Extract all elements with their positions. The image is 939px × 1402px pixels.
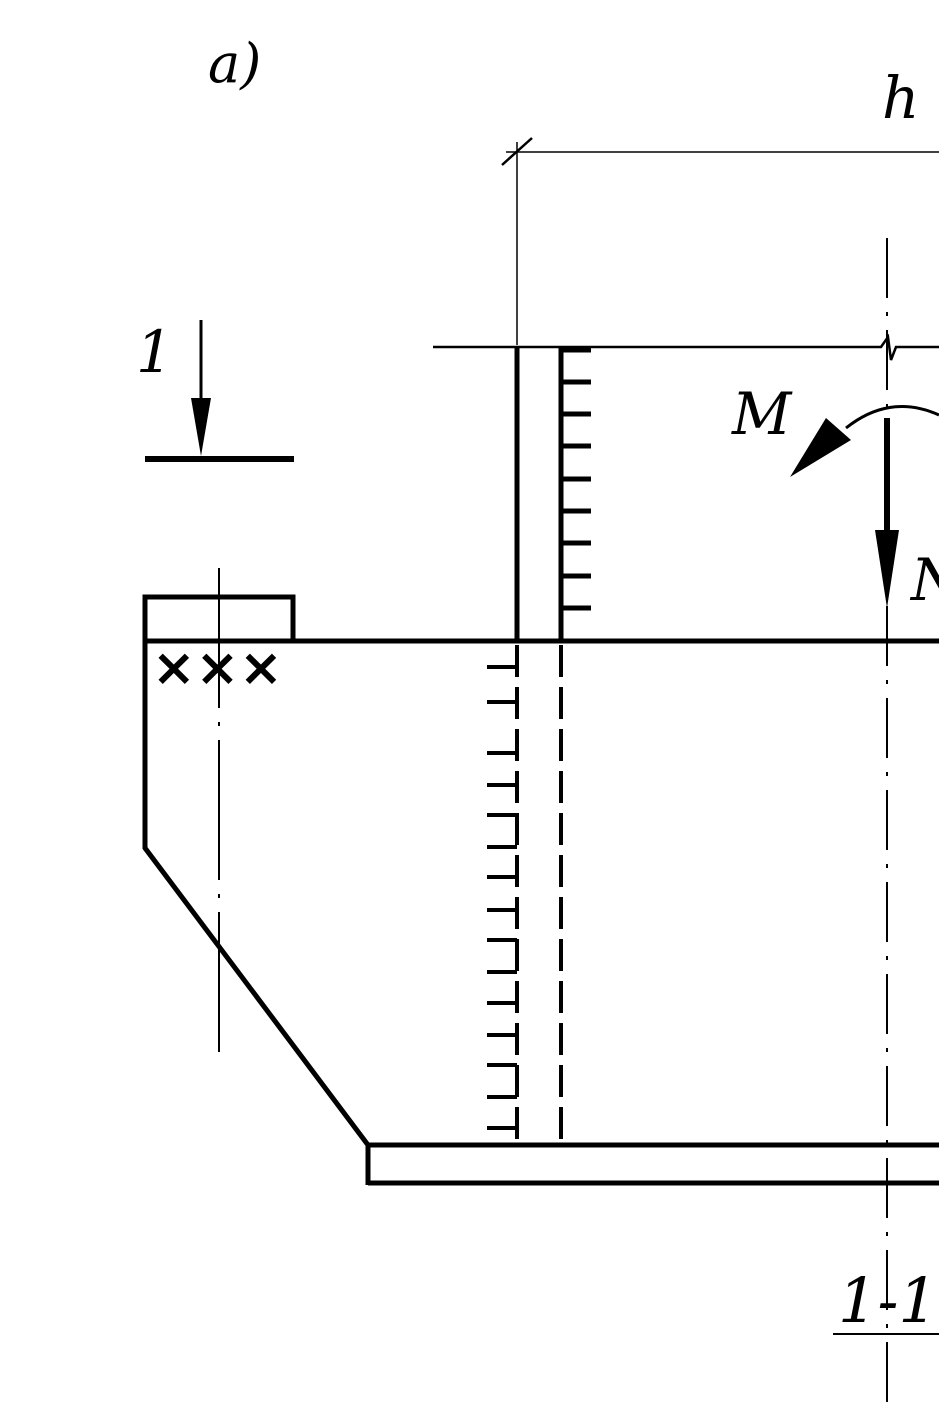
moment-arc — [845, 405, 939, 430]
lower-weld-ticks — [487, 665, 517, 1130]
section-arrow-head — [191, 398, 211, 456]
axial-force-label: N — [909, 546, 939, 614]
view-label: a) — [208, 32, 261, 95]
section-marker — [145, 320, 294, 462]
break-line — [433, 333, 939, 361]
moment-arrow-head — [790, 418, 851, 477]
height-label: h — [882, 64, 919, 132]
moment-label: M — [731, 380, 793, 448]
axial-force-head — [875, 530, 899, 608]
upper-weld-ticks — [561, 347, 591, 611]
base-plate — [365, 1142, 939, 1186]
height-dimension — [501, 137, 939, 345]
traverse-outline — [142, 641, 370, 1147]
weld-marks: ××× — [152, 638, 283, 698]
section-marker-label: 1 — [136, 318, 173, 386]
section-title: 1-1 — [838, 1264, 938, 1337]
dimension-tick — [501, 137, 533, 166]
